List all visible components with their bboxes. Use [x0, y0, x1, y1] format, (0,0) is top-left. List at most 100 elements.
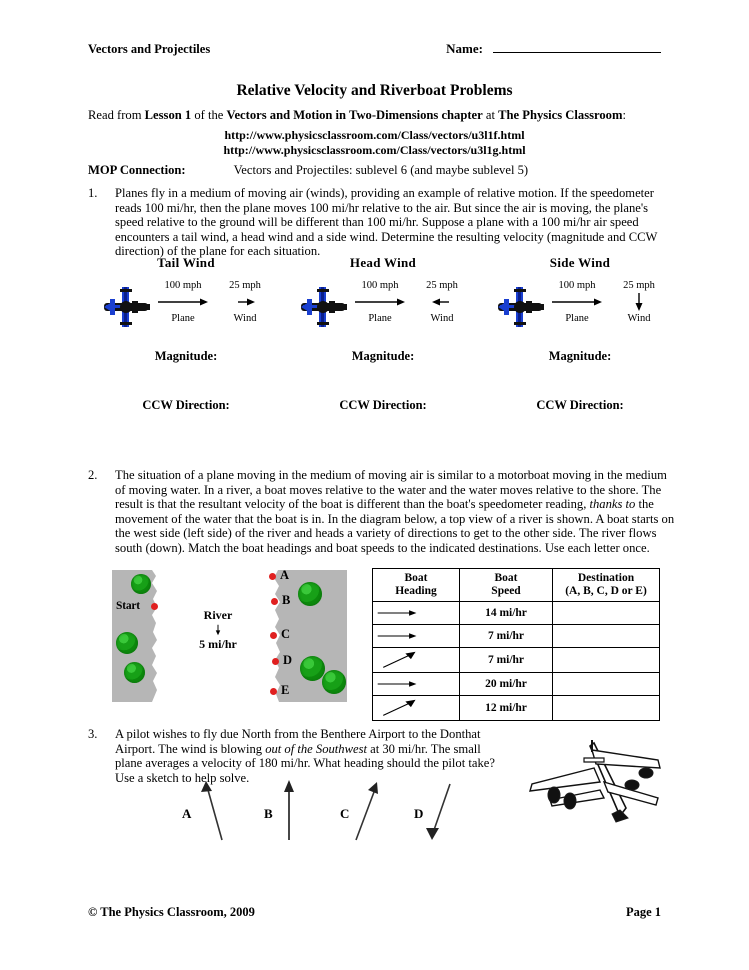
header-line-2: Speed	[491, 585, 521, 597]
boat-heading-cell	[372, 647, 460, 673]
table-row: 14 mi/hr	[372, 601, 660, 625]
name-label: Name:	[446, 41, 483, 56]
right-arrow-icon	[154, 292, 212, 312]
magnitude-label: Magnitude:	[154, 349, 218, 363]
destination-marker-c	[270, 632, 277, 639]
boat-heading-cell	[372, 695, 460, 721]
heading-option-d[interactable]: D	[412, 778, 486, 848]
tree-icon	[322, 670, 346, 694]
boat-heading-cell	[372, 672, 460, 696]
page-footer: © The Physics Classroom, 2009 Page 1	[88, 905, 661, 920]
question-2-text: The situation of a plane moving in the m…	[115, 468, 675, 555]
header-line-1: Boat	[494, 572, 518, 584]
ccw-direction-label: CCW Direction:	[536, 398, 624, 412]
wind-case-vectors: 100 mph Plane 25 mph Wind	[154, 279, 280, 335]
table-row: 20 mi/hr	[372, 672, 660, 696]
plane-speed-label: 100 mph	[361, 280, 399, 291]
page-number: Page 1	[625, 905, 661, 919]
down-arrow-icon	[172, 623, 264, 637]
up-right-arrow-icon	[374, 697, 458, 719]
heading-option-label: B	[264, 806, 273, 821]
plane-speed-label: 100 mph	[558, 280, 596, 291]
wind-vector-label: Wind	[627, 313, 651, 324]
boat-speed-cell: 7 mi/hr	[459, 647, 553, 673]
destination-marker-b	[271, 598, 278, 605]
plane-speed-label: 100 mph	[164, 280, 202, 291]
wind-case-head: Head Wind	[285, 255, 481, 413]
east-bank	[272, 570, 347, 702]
destination-label-d: D	[283, 653, 293, 667]
heading-option-a[interactable]: A	[180, 778, 254, 848]
tree-icon	[116, 632, 138, 654]
right-arrow-icon	[374, 677, 458, 691]
question-1-number: 1.	[88, 186, 98, 200]
page-title: Relative Velocity and Riverboat Problems	[236, 82, 513, 99]
wind-case-side: Side Wind	[482, 255, 678, 413]
header-line-2: (A, B, C, D or E)	[565, 585, 647, 597]
boat-speed-cell: 12 mi/hr	[459, 695, 553, 721]
right-arrow-icon	[374, 629, 458, 643]
header-line-1: Destination	[577, 572, 635, 584]
destination-label-c: C	[281, 627, 291, 641]
heading-option-c[interactable]: C	[338, 778, 412, 848]
wind-vector: 25 mph Wind	[610, 279, 668, 325]
wind-vector-label: Wind	[430, 313, 454, 324]
plane-vector: 100 mph Plane	[154, 279, 212, 325]
plane-vector-label: Plane	[171, 313, 195, 324]
down-arrow-icon	[610, 292, 668, 312]
url-2[interactable]: http://www.physicsclassroom.com/Class/ve…	[223, 143, 526, 157]
copyright-text: © The Physics Classroom, 2009	[88, 905, 255, 919]
column-header-boat-speed: Boat Speed	[459, 568, 553, 602]
header-line-2: Heading	[395, 585, 437, 597]
question-1-text: Planes fly in a medium of moving air (wi…	[115, 186, 658, 259]
river-speed-label: 5 mi/hr	[199, 637, 237, 651]
destination-marker-e	[270, 688, 277, 695]
heading-option-label: A	[182, 806, 192, 821]
river-flow-label: River 5 mi/hr	[172, 608, 264, 652]
destination-label-a: A	[280, 568, 290, 582]
river-label-text: River	[203, 608, 233, 622]
wind-case-title: Tail Wind	[157, 255, 215, 270]
destination-answer-cell[interactable]	[552, 601, 660, 625]
url-1[interactable]: http://www.physicsclassroom.com/Class/ve…	[224, 128, 525, 142]
start-label: Start	[116, 600, 140, 612]
tree-icon	[300, 656, 325, 681]
column-header-boat-heading: Boat Heading	[372, 568, 460, 602]
wind-vector: 25 mph Wind	[413, 279, 471, 325]
wind-case-vectors: 100 mph Plane 25 mph Wind	[548, 279, 674, 335]
destination-answer-cell[interactable]	[552, 695, 660, 721]
wind-vector-label: Wind	[233, 313, 257, 324]
destination-answer-cell[interactable]	[552, 647, 660, 673]
question-2-number: 2.	[88, 468, 98, 482]
column-header-destination: Destination (A, B, C, D or E)	[552, 568, 660, 602]
read-at: at	[482, 108, 499, 122]
read-chapter: Vectors and Motion in Two-Dimensions cha…	[226, 108, 483, 122]
table-header-row: Boat Heading Boat Speed Destination (A, …	[372, 568, 660, 602]
page-header: Vectors and Projectiles Name:	[88, 40, 661, 57]
name-blank-line[interactable]	[493, 40, 661, 53]
magnitude-label: Magnitude:	[351, 349, 415, 363]
river-diagram: Start River 5 mi/hr A B C D E	[112, 568, 347, 702]
table-row: 7 mi/hr	[372, 624, 660, 648]
boat-speed-cell: 20 mi/hr	[459, 672, 553, 696]
heading-option-label: C	[340, 806, 350, 821]
wind-case-diagram: 100 mph Plane 25 mph Wind	[88, 279, 284, 335]
boat-heading-cell	[372, 601, 460, 625]
heading-option-b[interactable]: B	[262, 778, 336, 848]
wind-case-diagram: 100 mph Plane 25 mph Wind	[482, 279, 678, 335]
plane-vector-label: Plane	[565, 313, 589, 324]
plane-vector: 100 mph Plane	[548, 279, 606, 325]
mop-label: MOP Connection:	[88, 163, 186, 177]
right-arrow-icon	[351, 292, 409, 312]
right-arrow-icon	[374, 606, 458, 620]
destination-label-e: E	[281, 683, 290, 697]
destination-answer-cell[interactable]	[552, 624, 660, 648]
tree-icon	[124, 662, 145, 683]
destination-answer-cell[interactable]	[552, 672, 660, 696]
plane-icon	[102, 285, 154, 329]
plane-icon	[299, 285, 351, 329]
wind-speed-label: 25 mph	[426, 280, 458, 291]
boat-heading-cell	[372, 624, 460, 648]
wind-case-diagram: 100 mph Plane 25 mph Wind	[285, 279, 481, 335]
heading-options-group: A B C	[180, 778, 500, 848]
